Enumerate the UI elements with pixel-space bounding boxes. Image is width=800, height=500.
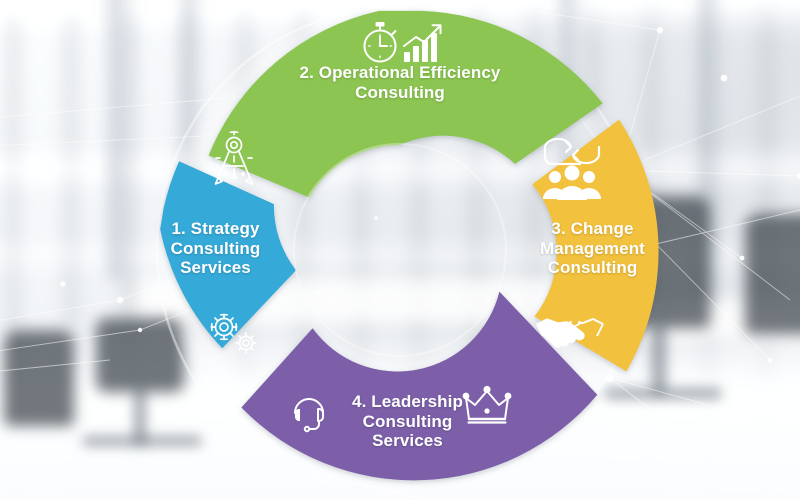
segment-leadership[interactable]: [241, 291, 598, 481]
segment-change-management[interactable]: [532, 119, 659, 372]
segment-strategy[interactable]: [160, 161, 296, 349]
ring-inner-stroke: [293, 143, 507, 357]
background-chair-base: [82, 436, 202, 446]
segment-operational-efficiency[interactable]: [208, 10, 603, 198]
background-chair-base: [134, 386, 146, 444]
